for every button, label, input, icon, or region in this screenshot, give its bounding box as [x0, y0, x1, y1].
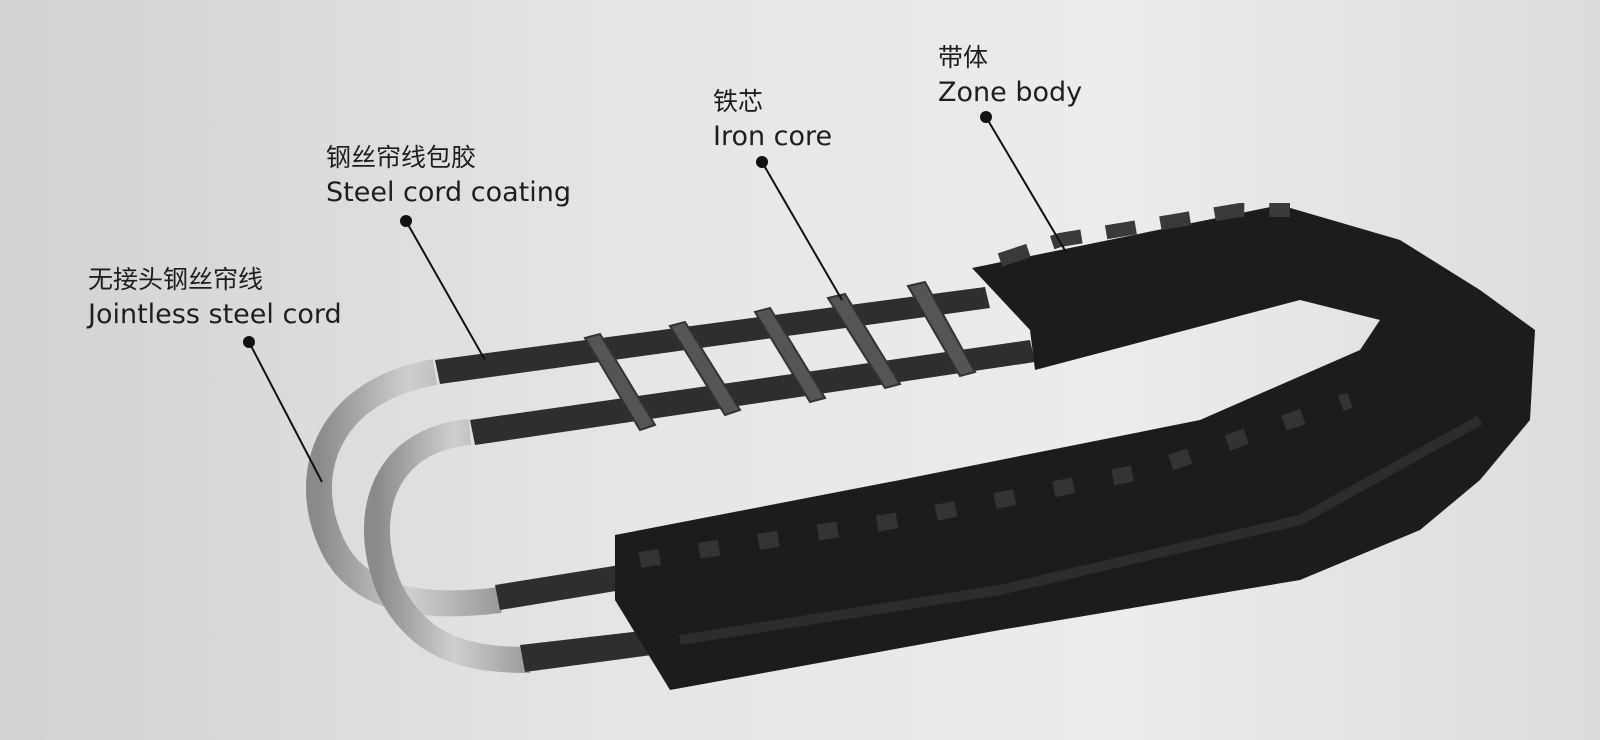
label-zh: 钢丝帘线包胶: [326, 143, 477, 172]
label-en: Steel cord coating: [326, 177, 571, 208]
leader-lines: [248, 116, 1067, 483]
leader-dots: [243, 111, 992, 348]
label-en: Iron core: [713, 121, 833, 152]
label-zh: 带体: [938, 43, 989, 72]
track-body: [615, 203, 1535, 690]
label-zh: 铁芯: [713, 87, 764, 116]
iron-cores: [583, 280, 977, 432]
label-iron-core: 铁芯 Iron core: [713, 84, 832, 154]
label-zh: 无接头钢丝帘线: [88, 265, 264, 294]
label-en: Zone body: [938, 77, 1083, 108]
label-jointless-steel-cord: 无接头钢丝帘线 Jointless steel cord: [88, 262, 342, 332]
label-steel-cord-coating: 钢丝帘线包胶 Steel cord coating: [326, 140, 571, 210]
label-zone-body: 带体 Zone body: [938, 40, 1082, 110]
steel-cord-loops: [305, 359, 531, 673]
label-en: Jointless steel cord: [88, 299, 342, 330]
